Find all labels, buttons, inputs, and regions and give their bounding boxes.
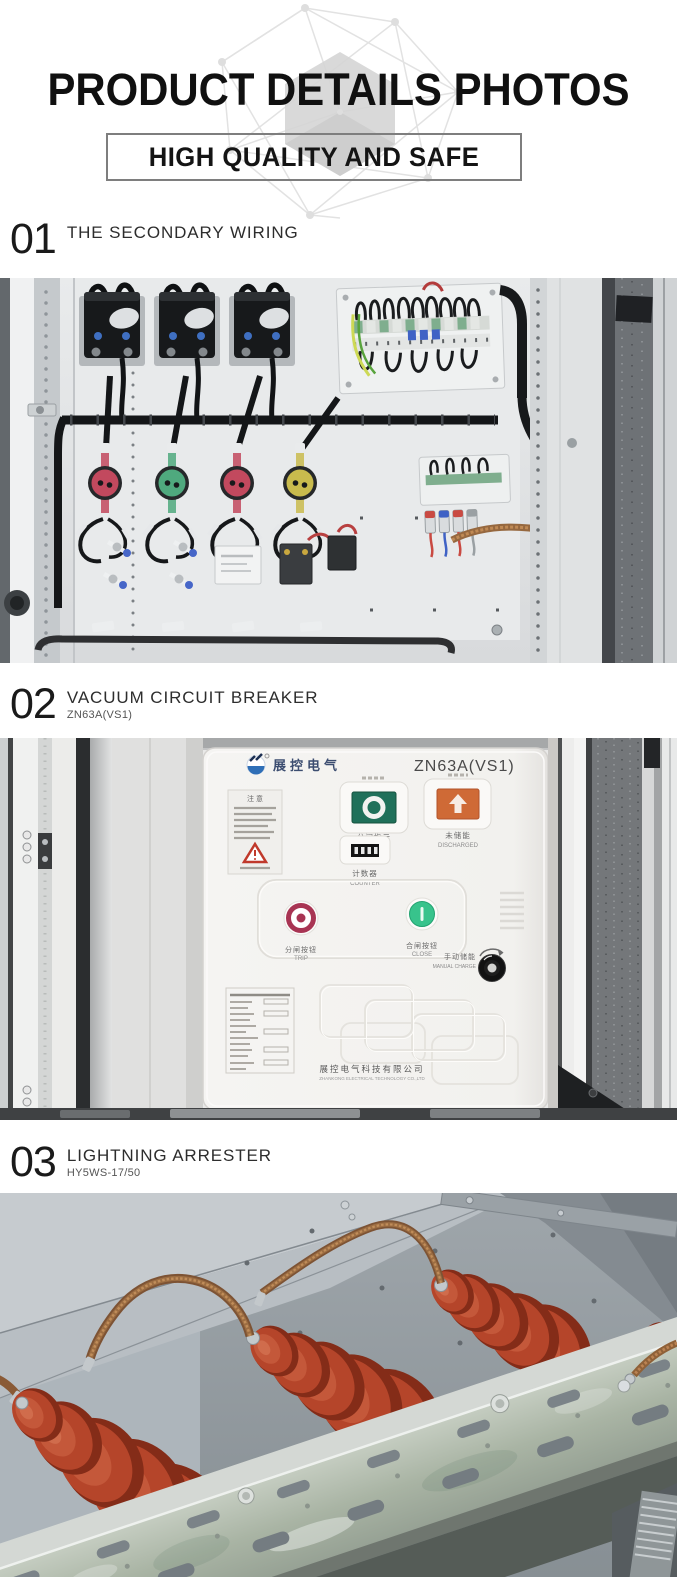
panel-bottom-seal: [34, 635, 455, 654]
copper-braid-right: [254, 1220, 445, 1307]
breaker-panel-face: 展控电气 ZN63A(VS1) 注 意: [202, 747, 549, 1111]
counter-label-cn: 计数器: [352, 868, 378, 878]
trip-button: 分闸按钮 TRIP: [283, 900, 319, 962]
section-number: 03: [10, 1138, 57, 1186]
nameplate: [225, 987, 295, 1074]
subtitle-box: HIGH QUALITY AND SAFE: [106, 133, 522, 181]
trip-label-cn: 分闸按钮: [285, 945, 317, 954]
polyhedron-graphic: [218, 4, 462, 219]
fuse-block: [418, 453, 511, 559]
photo-vacuum-circuit-breaker: 展控电气 ZN63A(VS1) 注 意: [0, 738, 677, 1120]
strut-rail: [0, 1283, 677, 1577]
arrester-left: [0, 1375, 254, 1577]
company-name-en: ZHANKONG ELECTRICAL TECHNOLOGY CO.,LTD: [319, 1076, 425, 1081]
photo-lightning-arrester: [0, 1193, 677, 1577]
vent-ribs: [500, 891, 524, 930]
copper-braid-center: [82, 1273, 255, 1372]
section-title: VACUUM CIRCUIT BREAKER: [66, 688, 319, 707]
copper-strap-right: [617, 1339, 677, 1393]
section-03-lightning-arrester: 03 LIGHTNING ARRESTER HY5WS-17/50: [10, 1138, 272, 1186]
discharged-label-en: DISCHARGED: [438, 843, 479, 849]
rail-slots: [6, 1359, 671, 1577]
counter-window: 计数器 COUNTER: [339, 835, 391, 887]
mounting-tab: [27, 403, 57, 417]
bottom-right-frame: [612, 1483, 677, 1577]
subtitle-text: HIGH QUALITY AND SAFE: [148, 141, 480, 172]
bottom-frame-band: [0, 1108, 677, 1120]
close-button: 合闸按钮 CLOSE: [405, 897, 439, 958]
small-transformer: [327, 524, 358, 571]
door-frame-right: [548, 738, 677, 1120]
company-name-cn: 展控电气科技有限公司: [319, 1064, 424, 1074]
section-title: LIGHTNING ARRESTER: [66, 1146, 272, 1165]
section-subtitle: HY5WS-17/50: [66, 1167, 141, 1179]
relay-white: [214, 545, 262, 585]
section-subtitle: ZN63A(VS1): [66, 709, 133, 721]
discharged-indicator: 未储能 DISCHARGED: [423, 773, 492, 849]
rail-bolts: [237, 1394, 510, 1505]
section-number: 02: [10, 680, 57, 728]
section-01-secondary-wiring: 01 THE SECONDARY WIRING: [10, 215, 299, 263]
embossed-pattern: [319, 984, 519, 1085]
discharged-label-cn: 未储能: [445, 830, 471, 840]
model-text: ZN63A(VS1): [414, 758, 515, 775]
hinge-shadow: [558, 1065, 642, 1120]
manual-charge-knob: 手动储能 MANUAL CHARGE: [433, 948, 506, 982]
trip-label-en: TRIP: [294, 956, 308, 962]
corner-bracket: [615, 295, 653, 323]
page-title: PRODUCT DETAILS PHOTOS: [47, 64, 630, 115]
close-label-en: CLOSE: [412, 952, 432, 958]
brand-logo: 展控电气: [246, 753, 341, 775]
counter-label-en: COUNTER: [350, 881, 380, 887]
cabinet-left-edge: [0, 278, 10, 663]
brand-text: 展控电气: [273, 758, 341, 773]
section-02-vacuum-circuit-breaker: 02 VACUUM CIRCUIT BREAKER ZN63A(VS1): [10, 680, 319, 728]
warning-title: 注 意: [247, 794, 263, 803]
wire-label-row: [91, 620, 323, 633]
terminal-block-box: [335, 281, 506, 395]
arrow-up-icon: [449, 794, 467, 813]
manual-charge-label-cn: 手动储能: [444, 952, 476, 961]
section-title: THE SECONDARY WIRING: [66, 223, 299, 242]
warning-label: 注 意: [227, 789, 283, 875]
manual-charge-label-en: MANUAL CHARGE: [433, 964, 477, 970]
close-label-cn: 合闸按钮: [406, 941, 438, 950]
photo-secondary-wiring: [0, 278, 677, 663]
section-number: 01: [10, 215, 57, 263]
door-frame-left: [0, 738, 203, 1120]
